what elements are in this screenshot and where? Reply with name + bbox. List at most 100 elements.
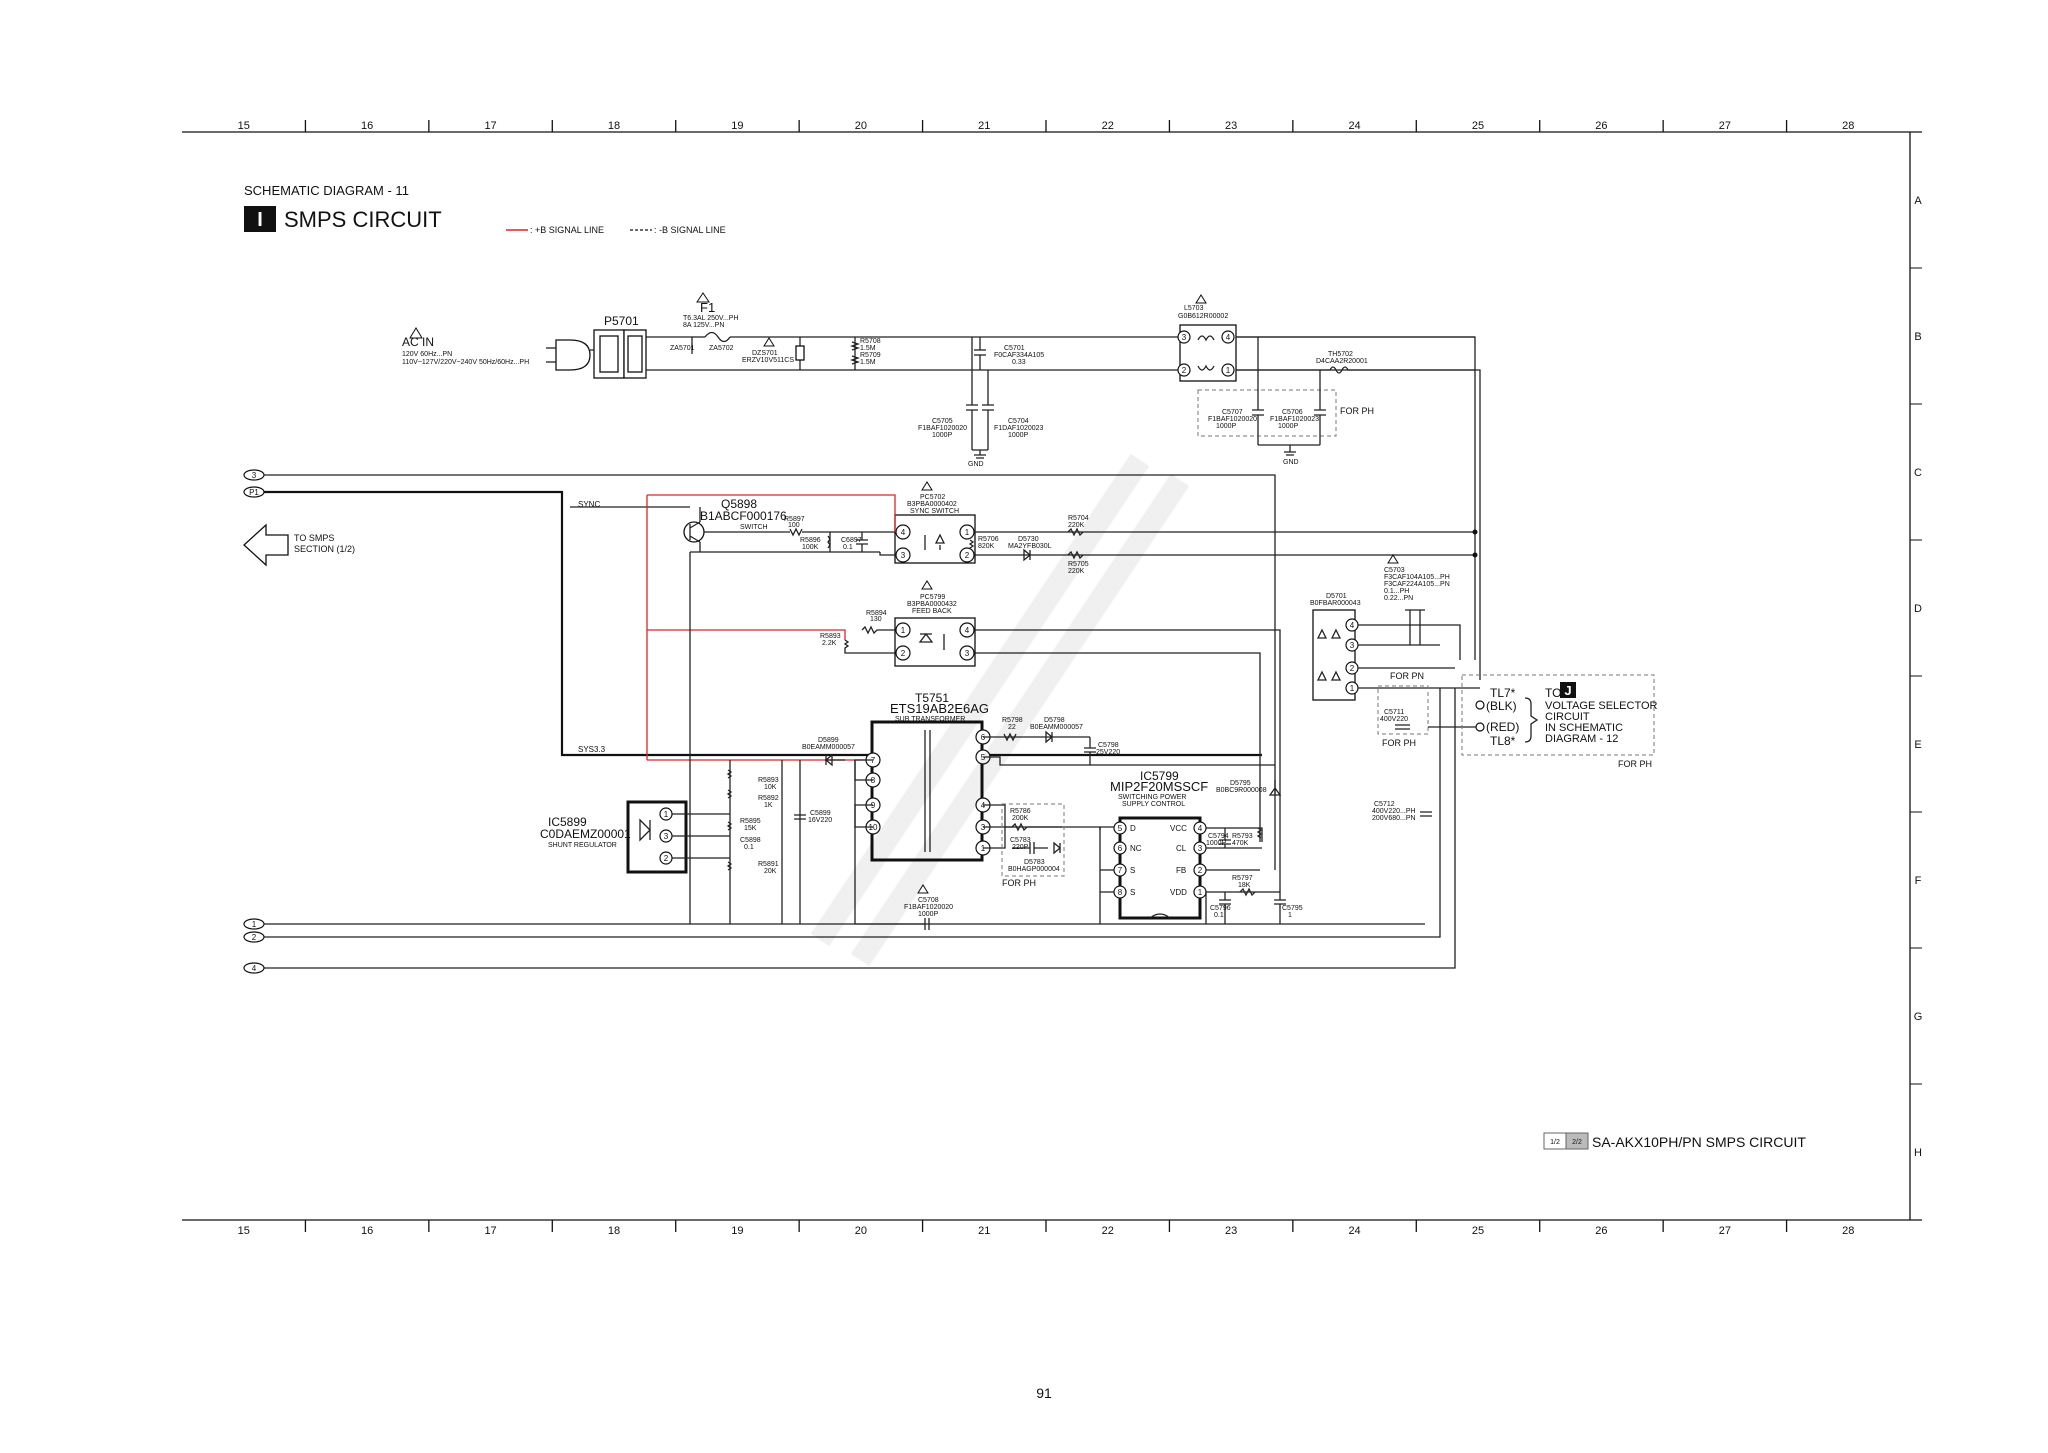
svg-text:PC5702: PC5702 [920,494,945,501]
svg-text:D: D [1130,824,1136,833]
column-label-27: 27 [1719,1225,1731,1237]
column-label-16: 16 [361,120,373,132]
svg-text:FOR PH: FOR PH [1340,406,1374,416]
svg-text:F1BAF1020020: F1BAF1020020 [1208,416,1257,423]
t5751-transformer [870,720,984,862]
svg-text:2: 2 [901,649,906,658]
svg-text:C5704: C5704 [1008,418,1029,425]
row-label-H: H [1914,1147,1922,1159]
svg-text:PC5799: PC5799 [920,594,945,601]
svg-text:(BLK): (BLK) [1486,699,1517,713]
svg-text:8A 125V...PN: 8A 125V...PN [683,322,724,329]
column-label-22: 22 [1102,1225,1114,1237]
svg-text:FOR PN: FOR PN [1390,671,1424,681]
b-plus-line [646,494,896,778]
footer-caption: SA-AKX10PH/PN SMPS CIRCUIT [1592,1134,1806,1150]
svg-text:C6897: C6897 [841,537,862,544]
column-label-20: 20 [855,120,867,132]
svg-text:200V680...PN: 200V680...PN [1372,815,1416,822]
svg-text:C5711: C5711 [1384,709,1404,716]
svg-text:4: 4 [1226,333,1231,342]
svg-text:J: J [1564,683,1571,698]
svg-text:1000P: 1000P [1216,423,1237,430]
d5798-diode [1045,730,1054,744]
watermark [810,453,1190,967]
svg-text:R5708: R5708 [860,338,881,345]
to-smps-arrow [243,523,289,567]
svg-text:IC5799: IC5799 [1140,769,1179,783]
column-label-15: 15 [238,120,250,132]
svg-text:1: 1 [664,810,669,819]
row-label-E: E [1914,739,1921,751]
svg-text:C5795: C5795 [1282,905,1303,912]
svg-text:C5701: C5701 [1004,345,1025,352]
svg-text:3: 3 [1182,333,1187,342]
svg-text:IC5899: IC5899 [548,815,587,829]
svg-text:3: 3 [664,832,669,841]
varistor-symbol [795,345,805,361]
column-label-28: 28 [1842,1225,1854,1237]
svg-text:C5708: C5708 [918,897,939,904]
callout-letter-marker [1560,682,1576,698]
svg-text:ERZV10V511CS: ERZV10V511CS [742,357,794,364]
svg-text:R5895: R5895 [740,818,761,825]
svg-text:R5705: R5705 [1068,561,1089,568]
column-label-21: 21 [978,1225,990,1237]
svg-text:CIRCUIT: CIRCUIT [1545,711,1590,723]
row-label-B: B [1914,331,1921,343]
column-label-25: 25 [1472,1225,1484,1237]
svg-text:3: 3 [965,649,970,658]
svg-text:1000P: 1000P [1278,423,1299,430]
svg-text:C5712: C5712 [1374,801,1395,808]
column-label-18: 18 [608,120,620,132]
svg-text:220P: 220P [1012,844,1029,851]
svg-text:S: S [1130,888,1135,897]
svg-text:10: 10 [869,823,878,832]
svg-text:1: 1 [1226,366,1231,375]
svg-text:B0FBAR000043: B0FBAR000043 [1310,600,1361,607]
d5730-diode [1023,548,1032,562]
svg-text:GND: GND [968,461,984,468]
svg-text:SECTION (1/2): SECTION (1/2) [294,544,355,554]
svg-text:120V 60Hz...PN: 120V 60Hz...PN [402,351,452,358]
svg-text:TO SMPS: TO SMPS [294,533,334,543]
row-label-D: D [1914,603,1922,615]
svg-text:8: 8 [871,776,876,785]
column-label-28: 28 [1842,120,1854,132]
svg-text:SWITCHING POWER: SWITCHING POWER [1118,794,1186,801]
for-ph-box-mid [1001,803,1065,877]
svg-text:R5897: R5897 [784,516,805,523]
resistor-symbol [849,341,861,365]
svg-text:0.1: 0.1 [1214,912,1224,919]
svg-text:C5898: C5898 [740,837,761,844]
svg-text:NC: NC [1130,844,1142,853]
svg-text:130: 130 [870,616,882,623]
svg-text:C0DAEMZ00001: C0DAEMZ00001 [540,827,631,841]
column-label-24: 24 [1348,1225,1360,1237]
svg-text:15K: 15K [744,825,757,832]
section-marker [244,206,276,232]
svg-text:D5899: D5899 [818,737,839,744]
warning-icon [763,337,775,347]
f1-label: F1 [700,300,715,315]
footer: 1/2 2/2 SA-AKX10PH/PN SMPS CIRCUIT 91 [1036,1132,1806,1401]
svg-text:R5797: R5797 [1232,875,1253,882]
svg-text:400V220...PH: 400V220...PH [1372,808,1416,815]
svg-text:220K: 220K [1068,522,1085,529]
column-label-23: 23 [1225,1225,1237,1237]
warning-icon [921,481,933,491]
svg-text:FB: FB [1176,866,1186,875]
svg-text:ZA5702: ZA5702 [709,345,734,352]
legend-b-minus: : -B SIGNAL LINE [654,225,726,235]
svg-text:S: S [1130,866,1135,875]
svg-text:T6.3AL 250V...PH: T6.3AL 250V...PH [683,315,739,322]
svg-text:C5703: C5703 [1384,567,1405,574]
svg-text:F1BAF1020020: F1BAF1020020 [918,425,967,432]
svg-text:200K: 200K [1012,815,1029,822]
svg-text:TH5702: TH5702 [1328,351,1353,358]
svg-text:1: 1 [1198,888,1203,897]
t5751-section: T5751 ETS19AB2E6AG SUB TRANSFORMER 7 8 9… [865,691,1275,862]
svg-text:9: 9 [871,801,876,810]
